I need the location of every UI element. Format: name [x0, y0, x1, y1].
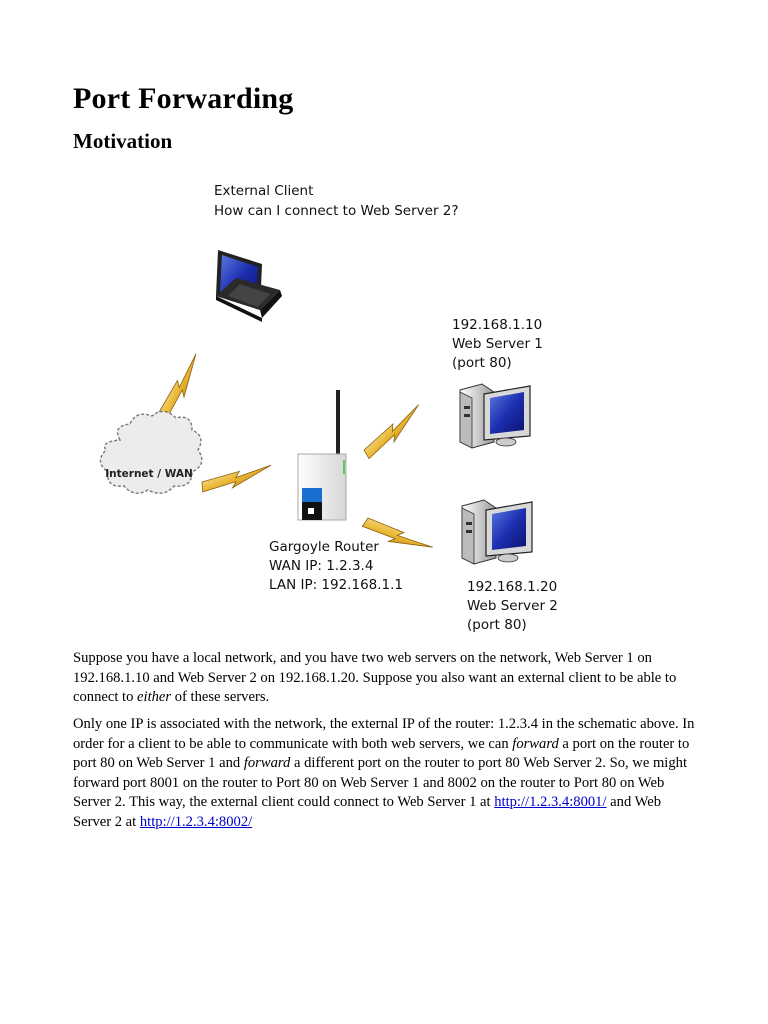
para2-text-d: and Web Server 2 at — [73, 794, 662, 830]
paragraph-intro: Suppose you have a local network, and yo… — [73, 649, 698, 708]
server2-port: (port 80) — [467, 617, 527, 633]
server1-computer-icon — [459, 383, 531, 449]
cloud-icon: Internet / WAN — [99, 410, 203, 494]
para2-emphasis-2: forward — [243, 755, 291, 771]
bolt-icon-client — [148, 353, 213, 422]
router-icon — [297, 390, 347, 521]
server1-name: Web Server 1 — [452, 336, 543, 352]
cloud-label: Internet / WAN — [105, 468, 193, 480]
link-server1-url[interactable]: http://1.2.3.4:8001/ — [494, 794, 607, 810]
router-lan-ip: LAN IP: 192.168.1.1 — [269, 577, 403, 593]
client-question: How can I connect to Web Server 2? — [214, 203, 459, 219]
para1-text-b: of these servers. — [171, 689, 270, 705]
server2-ip: 192.168.1.20 — [467, 579, 557, 595]
client-label: External Client — [214, 183, 313, 199]
link-server2-url[interactable]: http://1.2.3.4:8002/ — [139, 813, 253, 830]
router-wan-ip: WAN IP: 1.2.3.4 — [269, 558, 373, 574]
para1-emphasis: either — [137, 689, 172, 705]
bolt-icon-wan — [200, 464, 273, 493]
server2-computer-icon — [461, 499, 533, 565]
para2-text-a: Only one IP is associated with the netwo… — [73, 716, 695, 752]
laptop-icon — [216, 250, 282, 322]
bolt-icon-server1 — [357, 404, 431, 460]
para1-text-a: Suppose you have a local network, and yo… — [73, 650, 677, 705]
section-heading: Motivation — [73, 129, 173, 153]
para2-text-b: a port on the router to port 80 on Web S… — [73, 735, 690, 772]
server1-port: (port 80) — [452, 355, 512, 371]
server1-ip: 192.168.1.10 — [452, 317, 542, 333]
network-diagram: External Client How can I connect to Web… — [99, 183, 558, 633]
page-title: Port Forwarding — [73, 82, 294, 115]
para2-text-c: a different port on the router to port 8… — [73, 755, 688, 810]
server2-name: Web Server 2 — [467, 598, 558, 614]
para2-emphasis-1: forward — [512, 735, 559, 752]
paragraph-explanation: Only one IP is associated with the netwo… — [73, 715, 698, 832]
router-name: Gargoyle Router — [269, 539, 379, 555]
bolt-icon-server2 — [362, 507, 434, 566]
